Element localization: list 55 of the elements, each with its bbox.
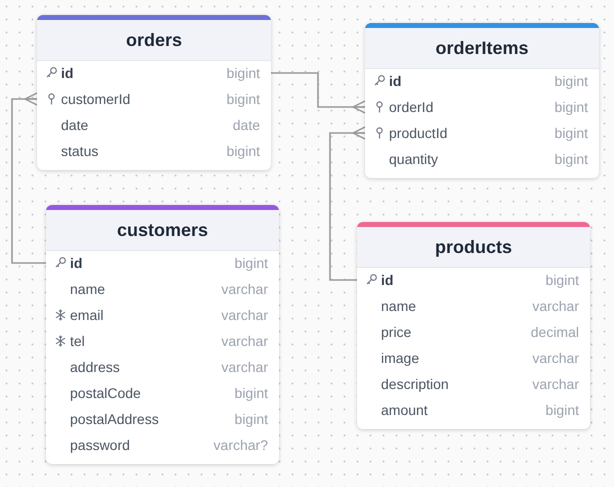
column-name: email bbox=[70, 307, 104, 323]
column-name: productId bbox=[389, 125, 448, 141]
column-name: password bbox=[70, 437, 130, 453]
column-type: varchar bbox=[221, 281, 268, 297]
column-type: bigint bbox=[234, 411, 268, 427]
column-type: varchar bbox=[221, 307, 268, 323]
column-type: bigint bbox=[226, 91, 260, 107]
column-type: varchar bbox=[221, 333, 268, 349]
column-type: bigint bbox=[546, 272, 579, 288]
column-type: bigint bbox=[554, 99, 588, 115]
column-name: name bbox=[381, 298, 416, 314]
table-title: customers bbox=[116, 220, 208, 240]
column-type: varchar bbox=[532, 350, 579, 366]
table-title: orderItems bbox=[435, 38, 529, 58]
column-type: bigint bbox=[226, 65, 260, 81]
column-name: amount bbox=[381, 402, 428, 418]
relationship-line bbox=[271, 72, 366, 114]
relationship-line bbox=[329, 126, 366, 281]
column-name: image bbox=[381, 350, 420, 366]
column-name: name bbox=[70, 281, 106, 297]
table-card bbox=[46, 205, 279, 464]
column-name: quantity bbox=[389, 151, 438, 167]
table-title: orders bbox=[126, 30, 182, 50]
table-title: products bbox=[434, 236, 512, 258]
column-type: varchar bbox=[221, 359, 268, 375]
column-name: status bbox=[61, 143, 98, 159]
column-name: orderId bbox=[389, 99, 434, 115]
column-type: bigint bbox=[234, 385, 268, 401]
column-name: tel bbox=[70, 333, 85, 349]
column-name: id bbox=[70, 255, 82, 271]
column-type: bigint bbox=[546, 402, 579, 418]
table-card bbox=[37, 15, 271, 170]
column-type: bigint bbox=[554, 125, 588, 141]
column-type: decimal bbox=[530, 324, 579, 340]
column-name: address bbox=[70, 359, 120, 375]
column-type: varchar bbox=[532, 298, 579, 314]
table-card bbox=[357, 222, 590, 429]
column-name: date bbox=[61, 117, 88, 133]
column-type: date bbox=[232, 117, 260, 133]
relationship-line bbox=[11, 92, 46, 264]
column-type: bigint bbox=[234, 255, 268, 271]
column-name: id bbox=[389, 73, 402, 89]
column-type: bigint bbox=[554, 151, 588, 167]
column-type: bigint bbox=[554, 73, 588, 89]
column-name: price bbox=[381, 324, 412, 340]
column-name: id bbox=[61, 65, 74, 81]
column-type: varchar? bbox=[214, 437, 268, 453]
column-name: description bbox=[381, 376, 449, 392]
column-name: id bbox=[381, 272, 394, 288]
column-type: bigint bbox=[226, 143, 260, 159]
column-type: varchar bbox=[532, 376, 579, 392]
table-card bbox=[365, 23, 599, 178]
column-name: customerId bbox=[61, 91, 130, 107]
column-name: postalAddress bbox=[70, 411, 159, 427]
column-name: postalCode bbox=[70, 385, 141, 401]
